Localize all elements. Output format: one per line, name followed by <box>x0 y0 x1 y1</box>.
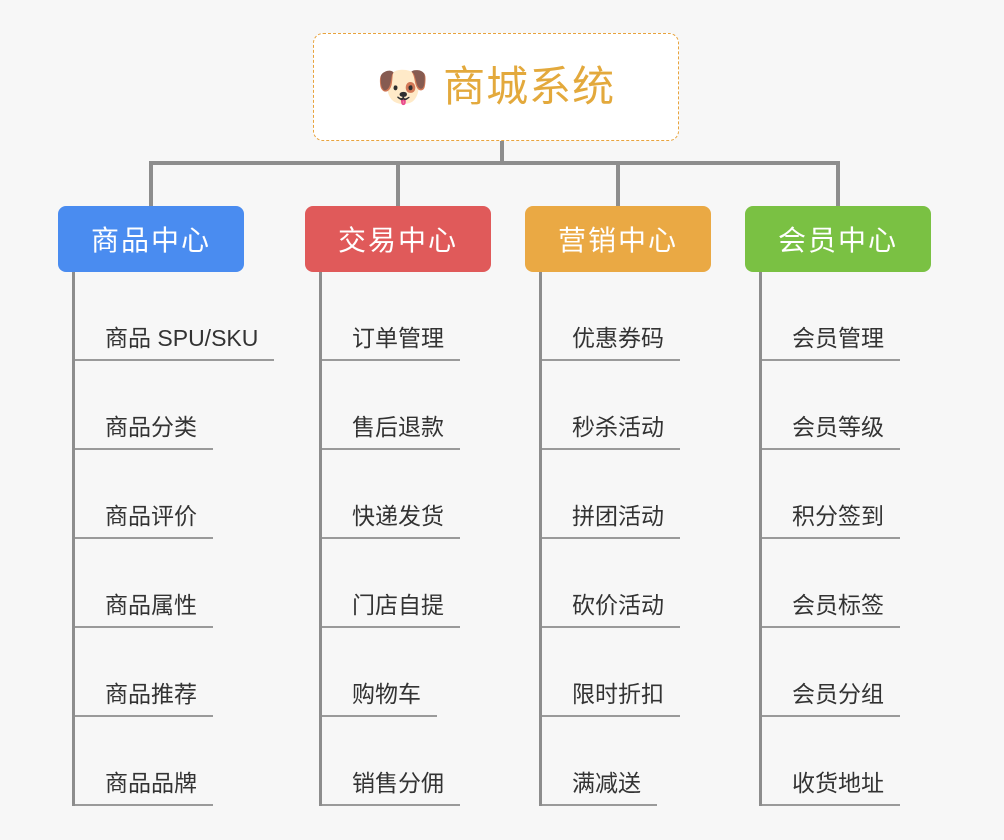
leaf-item-label: 门店自提 <box>322 591 460 628</box>
leaf-item[interactable]: 积分签到 <box>762 450 900 539</box>
category-header-2-label: 交易中心 <box>337 225 458 256</box>
category-header-4-label: 会员中心 <box>777 225 898 256</box>
leaf-item[interactable]: 砍价活动 <box>542 539 680 628</box>
leaf-item[interactable]: 销售分佣 <box>322 717 460 806</box>
leaf-item[interactable]: 限时折扣 <box>542 628 680 717</box>
leaf-item-label: 限时折扣 <box>542 680 680 717</box>
leaf-item-label: 积分签到 <box>762 502 900 539</box>
leaf-item-label: 商品品牌 <box>75 769 213 806</box>
connector-drop-2 <box>396 161 400 208</box>
connector-horizontal-bus <box>149 161 840 165</box>
leaf-item-label: 商品推荐 <box>75 680 213 717</box>
connector-drop-1 <box>149 161 153 208</box>
category-header-1-label: 商品中心 <box>90 225 211 256</box>
root-title: 商城系统 <box>443 62 616 110</box>
leaf-item-label: 会员分组 <box>762 680 900 717</box>
category-header-2[interactable]: 交易中心 <box>305 206 491 272</box>
leaf-item-label: 订单管理 <box>322 324 460 361</box>
category-header-3-label: 营销中心 <box>557 225 678 256</box>
leaf-list-2: 订单管理 售后退款 快递发货 门店自提 购物车 销售分佣 <box>319 272 460 806</box>
connector-root-stem <box>500 141 504 164</box>
shiba-dog-face-icon: 🐶 <box>376 63 430 110</box>
leaf-item[interactable]: 门店自提 <box>322 539 460 628</box>
leaf-item[interactable]: 会员分组 <box>762 628 900 717</box>
leaf-item[interactable]: 满减送 <box>542 717 680 806</box>
leaf-list-4: 会员管理 会员等级 积分签到 会员标签 会员分组 收货地址 <box>759 272 900 806</box>
leaf-item[interactable]: 拼团活动 <box>542 450 680 539</box>
leaf-item[interactable]: 会员标签 <box>762 539 900 628</box>
connector-drop-4 <box>836 161 840 208</box>
leaf-item[interactable]: 购物车 <box>322 628 460 717</box>
leaf-item-label: 优惠券码 <box>542 324 680 361</box>
category-header-3[interactable]: 营销中心 <box>525 206 711 272</box>
leaf-item[interactable]: 秒杀活动 <box>542 361 680 450</box>
leaf-item[interactable]: 商品品牌 <box>75 717 274 806</box>
leaf-item-label: 会员等级 <box>762 413 900 450</box>
leaf-item-label: 满减送 <box>542 769 657 806</box>
leaf-item[interactable]: 商品分类 <box>75 361 274 450</box>
leaf-list-3: 优惠券码 秒杀活动 拼团活动 砍价活动 限时折扣 满减送 <box>539 272 680 806</box>
leaf-item-label: 会员标签 <box>762 591 900 628</box>
leaf-item[interactable]: 商品评价 <box>75 450 274 539</box>
leaf-list-1: 商品 SPU/SKU 商品分类 商品评价 商品属性 商品推荐 商品品牌 <box>72 272 275 806</box>
leaf-item-label: 商品评价 <box>75 502 213 539</box>
leaf-item-label: 会员管理 <box>762 324 900 361</box>
leaf-item[interactable]: 订单管理 <box>322 272 460 361</box>
leaf-item-label: 拼团活动 <box>542 502 680 539</box>
leaf-item[interactable]: 商品 SPU/SKU <box>75 272 275 361</box>
leaf-item-label: 购物车 <box>322 680 437 717</box>
leaf-item[interactable]: 会员等级 <box>762 361 900 450</box>
leaf-item[interactable]: 优惠券码 <box>542 272 680 361</box>
leaf-item-label: 收货地址 <box>762 769 900 806</box>
leaf-item-label: 秒杀活动 <box>542 413 680 450</box>
leaf-item[interactable]: 售后退款 <box>322 361 460 450</box>
leaf-item[interactable]: 商品属性 <box>75 539 274 628</box>
leaf-item-label: 商品 SPU/SKU <box>75 324 275 361</box>
leaf-item-label: 快递发货 <box>322 502 460 539</box>
root-node-mall-system[interactable]: 🐶 商城系统 <box>313 33 679 141</box>
connector-drop-3 <box>616 161 620 208</box>
leaf-item-label: 商品属性 <box>75 591 213 628</box>
leaf-item[interactable]: 快递发货 <box>322 450 460 539</box>
leaf-item[interactable]: 商品推荐 <box>75 628 274 717</box>
leaf-item[interactable]: 会员管理 <box>762 272 900 361</box>
category-header-1[interactable]: 商品中心 <box>58 206 244 272</box>
leaf-item-label: 售后退款 <box>322 413 460 450</box>
leaf-item-label: 砍价活动 <box>542 591 680 628</box>
leaf-item[interactable]: 收货地址 <box>762 717 900 806</box>
leaf-item-label: 商品分类 <box>75 413 213 450</box>
category-header-4[interactable]: 会员中心 <box>745 206 931 272</box>
leaf-item-label: 销售分佣 <box>322 769 460 806</box>
